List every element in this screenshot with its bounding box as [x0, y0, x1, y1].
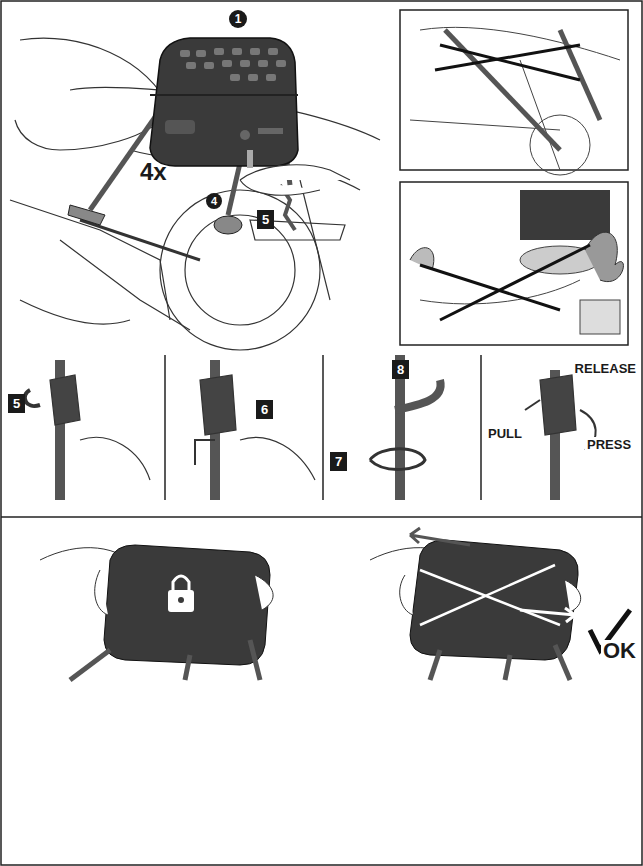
step-number: 5 — [8, 394, 25, 413]
callout-number: 1 — [229, 10, 247, 28]
bag — [150, 38, 298, 166]
check-label: OK — [601, 640, 638, 662]
step-number: 8 — [392, 360, 409, 379]
action-label: RELEASE — [573, 361, 638, 376]
step-number: 7 — [330, 452, 347, 471]
quantity-label: 4x — [140, 160, 167, 184]
inset-wrong-2 — [400, 182, 628, 345]
motorcycle — [10, 38, 380, 350]
callout-number: 4 — [206, 193, 222, 209]
bag-loose — [370, 528, 581, 680]
buckle-steps — [25, 355, 596, 500]
inset-wrong-1 — [400, 10, 628, 175]
action-label: PRESS — [585, 437, 633, 452]
action-label: PULL — [486, 426, 524, 441]
callout-number: 5 — [257, 210, 274, 229]
hand — [240, 165, 350, 195]
step-number: 6 — [256, 400, 273, 419]
pull-arrow — [247, 150, 253, 168]
